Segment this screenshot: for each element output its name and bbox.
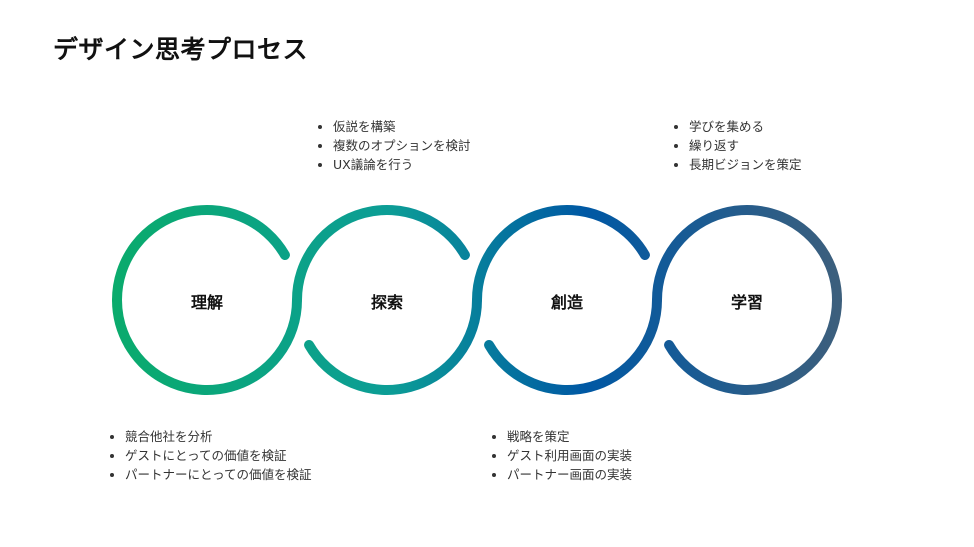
ring-lower-arc <box>484 295 662 395</box>
bullet-list-learn: 学びを集める 繰り返す 長期ビジョンを策定 <box>670 117 802 174</box>
ring-lower-arc <box>124 295 302 395</box>
list-item: 仮説を構築 <box>314 117 471 136</box>
stage-label-learn: 学習 <box>730 293 763 312</box>
ring-upper-arc <box>472 205 650 305</box>
list-item: パートナー画面の実装 <box>488 465 632 484</box>
list-item: パートナーにとっての価値を検証 <box>106 465 312 484</box>
list-item: 学びを集める <box>670 117 802 136</box>
list-item: ゲスト利用画面の実装 <box>488 446 632 465</box>
stage-label-create: 創造 <box>550 293 583 312</box>
ring-upper-arc <box>112 205 290 305</box>
page-title: デザイン思考プロセス <box>53 35 309 64</box>
ring-lower-arc <box>304 295 482 395</box>
bullet-list-explore: 仮説を構築 複数のオプションを検討 UX議論を行う <box>314 117 471 174</box>
list-item: UX議論を行う <box>314 155 471 174</box>
ring-lower-arc <box>664 295 842 395</box>
bullet-list-understand: 競合他社を分析 ゲストにとっての価値を検証 パートナーにとっての価値を検証 <box>106 427 312 484</box>
ring-right-arc <box>819 250 842 305</box>
list-item: 複数のオプションを検討 <box>314 136 471 155</box>
list-item: 繰り返す <box>670 136 802 155</box>
ring-upper-arc <box>652 205 830 305</box>
ring-upper-arc <box>292 205 470 305</box>
stage-label-explore: 探索 <box>370 293 403 312</box>
list-item: 競合他社を分析 <box>106 427 312 446</box>
list-item: 長期ビジョンを策定 <box>670 155 802 174</box>
list-item: 戦略を策定 <box>488 427 632 446</box>
bullet-list-create: 戦略を策定 ゲスト利用画面の実装 パートナー画面の実装 <box>488 427 632 484</box>
list-item: ゲストにとっての価値を検証 <box>106 446 312 465</box>
stage-label-understand: 理解 <box>190 293 223 312</box>
ring-left-arc <box>112 295 135 350</box>
